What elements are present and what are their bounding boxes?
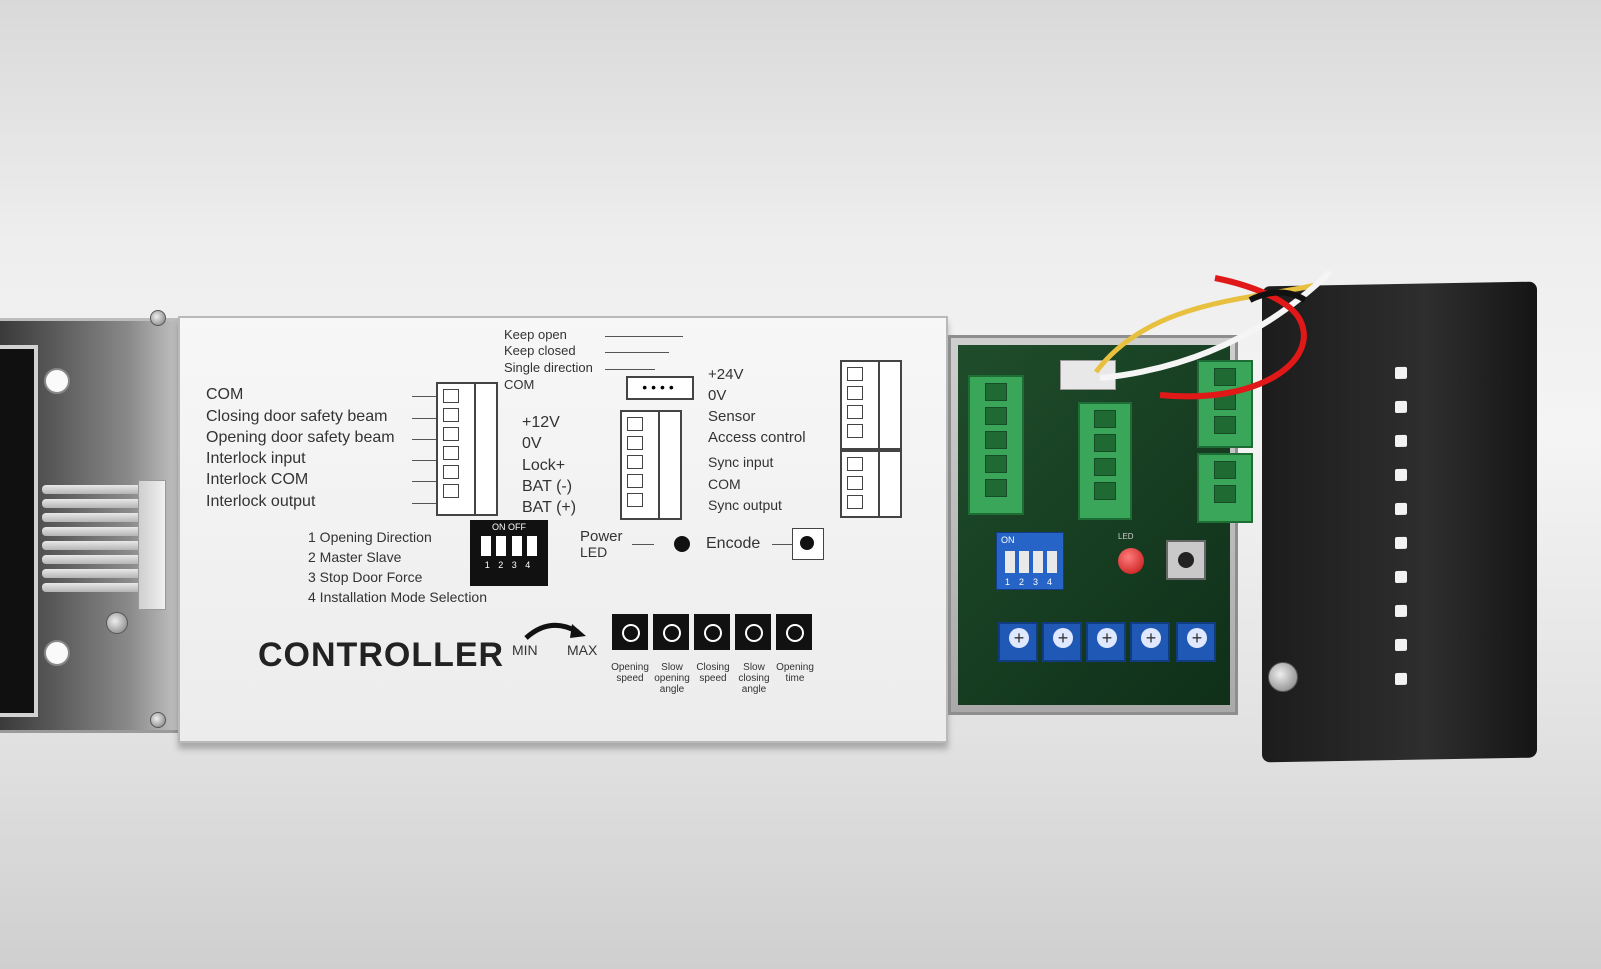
dip-function-label: 2 Master Slave [308, 549, 402, 565]
terminal-label: +24V [708, 366, 744, 383]
terminal-label: Sync output [708, 497, 782, 513]
mounting-hole [44, 640, 70, 666]
pot-label: Slow opening angle [654, 662, 690, 695]
panel-title: CONTROLLER [258, 636, 505, 674]
pot-label: Slow closing angle [738, 662, 770, 695]
terminal-label: COM [206, 386, 244, 403]
green-terminal-block [1197, 360, 1253, 448]
dip-numbers: 1 2 3 4 [484, 560, 534, 570]
terminal-block-diagram [840, 360, 902, 450]
power-terminal-label: BAT (+) [522, 499, 577, 516]
encode-label: Encode [706, 535, 761, 552]
power-terminal-label: BAT (-) [522, 478, 573, 495]
power-terminal-diagram [620, 410, 682, 520]
dip-function-label: 1 Opening Direction [308, 529, 432, 545]
min-max-arrow-icon [524, 622, 586, 640]
mode-label: Keep closed [504, 343, 576, 358]
dip-function-label: 4 Installation Mode Selection [308, 589, 487, 605]
terminal-label: Interlock input [206, 450, 306, 467]
terminal-label: Access control [708, 429, 806, 446]
blue-potentiometer [998, 622, 1038, 662]
min-label: MIN [512, 642, 538, 658]
blue-potentiometer [1042, 622, 1082, 662]
mode-connector-diagram: •••• [626, 376, 694, 400]
pcb-dip-switch: ON 1 2 3 4 [996, 532, 1064, 590]
blue-potentiometer [1176, 622, 1216, 662]
potentiometer-diagram [653, 614, 689, 650]
pcb-dip-label: ON [1001, 535, 1015, 545]
power-led-label: Power [580, 528, 623, 545]
pcb-push-button [1166, 540, 1206, 580]
mode-label: Single direction [504, 360, 593, 375]
green-terminal-block [1197, 453, 1253, 523]
green-terminal-block [968, 375, 1024, 515]
mode-label: COM [504, 377, 535, 392]
pot-label: Opening speed [611, 662, 649, 684]
left-display-window [0, 345, 38, 717]
pcb-dip-number: 2 [1019, 577, 1025, 587]
pcb-dip-number: 4 [1047, 577, 1053, 587]
encode-button-diagram [792, 528, 824, 560]
terminal-label: Interlock COM [206, 471, 309, 488]
potentiometer-diagram [735, 614, 771, 650]
dip-function-label: 3 Stop Door Force [308, 569, 423, 585]
pot-label: Closing speed [696, 662, 730, 684]
screw-icon [150, 712, 166, 728]
pcb-dip-number: 3 [1033, 577, 1039, 587]
terminal-label: Sensor [708, 408, 756, 425]
power-terminal-label: Lock+ [522, 457, 566, 474]
pcb-led-label: LED [1118, 532, 1134, 541]
pot-label: Opening time [776, 662, 814, 684]
power-led-sub-label: LED [580, 544, 608, 560]
pcb-dip-number: 1 [1005, 577, 1011, 587]
dip-switch-diagram: ON OFF 1 2 3 4 [470, 520, 548, 586]
mode-label: Keep open [504, 327, 567, 342]
ribbon-cable [42, 485, 152, 605]
mounting-hole [44, 368, 70, 394]
terminal-label: Opening door safety beam [206, 429, 395, 446]
green-terminal-block [1078, 402, 1132, 520]
terminal-label: Closing door safety beam [206, 408, 388, 425]
terminal-block-diagram [436, 382, 498, 516]
screw-icon [150, 310, 166, 326]
power-led-indicator [674, 536, 690, 552]
screw-icon [1268, 662, 1298, 692]
ribbon-connector [138, 480, 166, 610]
dip-header: ON OFF [492, 522, 526, 532]
potentiometer-diagram [694, 614, 730, 650]
terminal-label: Interlock output [206, 493, 316, 510]
potentiometer-diagram [776, 614, 812, 650]
blue-potentiometer [1086, 622, 1126, 662]
pcb-led [1118, 548, 1144, 574]
terminal-label: 0V [708, 387, 727, 404]
terminal-label: COM [708, 476, 741, 492]
potentiometer-diagram [612, 614, 648, 650]
controller-label-panel: COM Closing door safety beam Opening doo… [178, 316, 948, 743]
terminal-label: Sync input [708, 454, 774, 470]
screw-icon [106, 612, 128, 634]
max-label: MAX [567, 642, 598, 658]
terminal-block-diagram [840, 450, 902, 518]
blue-potentiometer [1130, 622, 1170, 662]
power-terminal-label: 0V [522, 435, 542, 452]
power-terminal-label: +12V [522, 414, 560, 431]
